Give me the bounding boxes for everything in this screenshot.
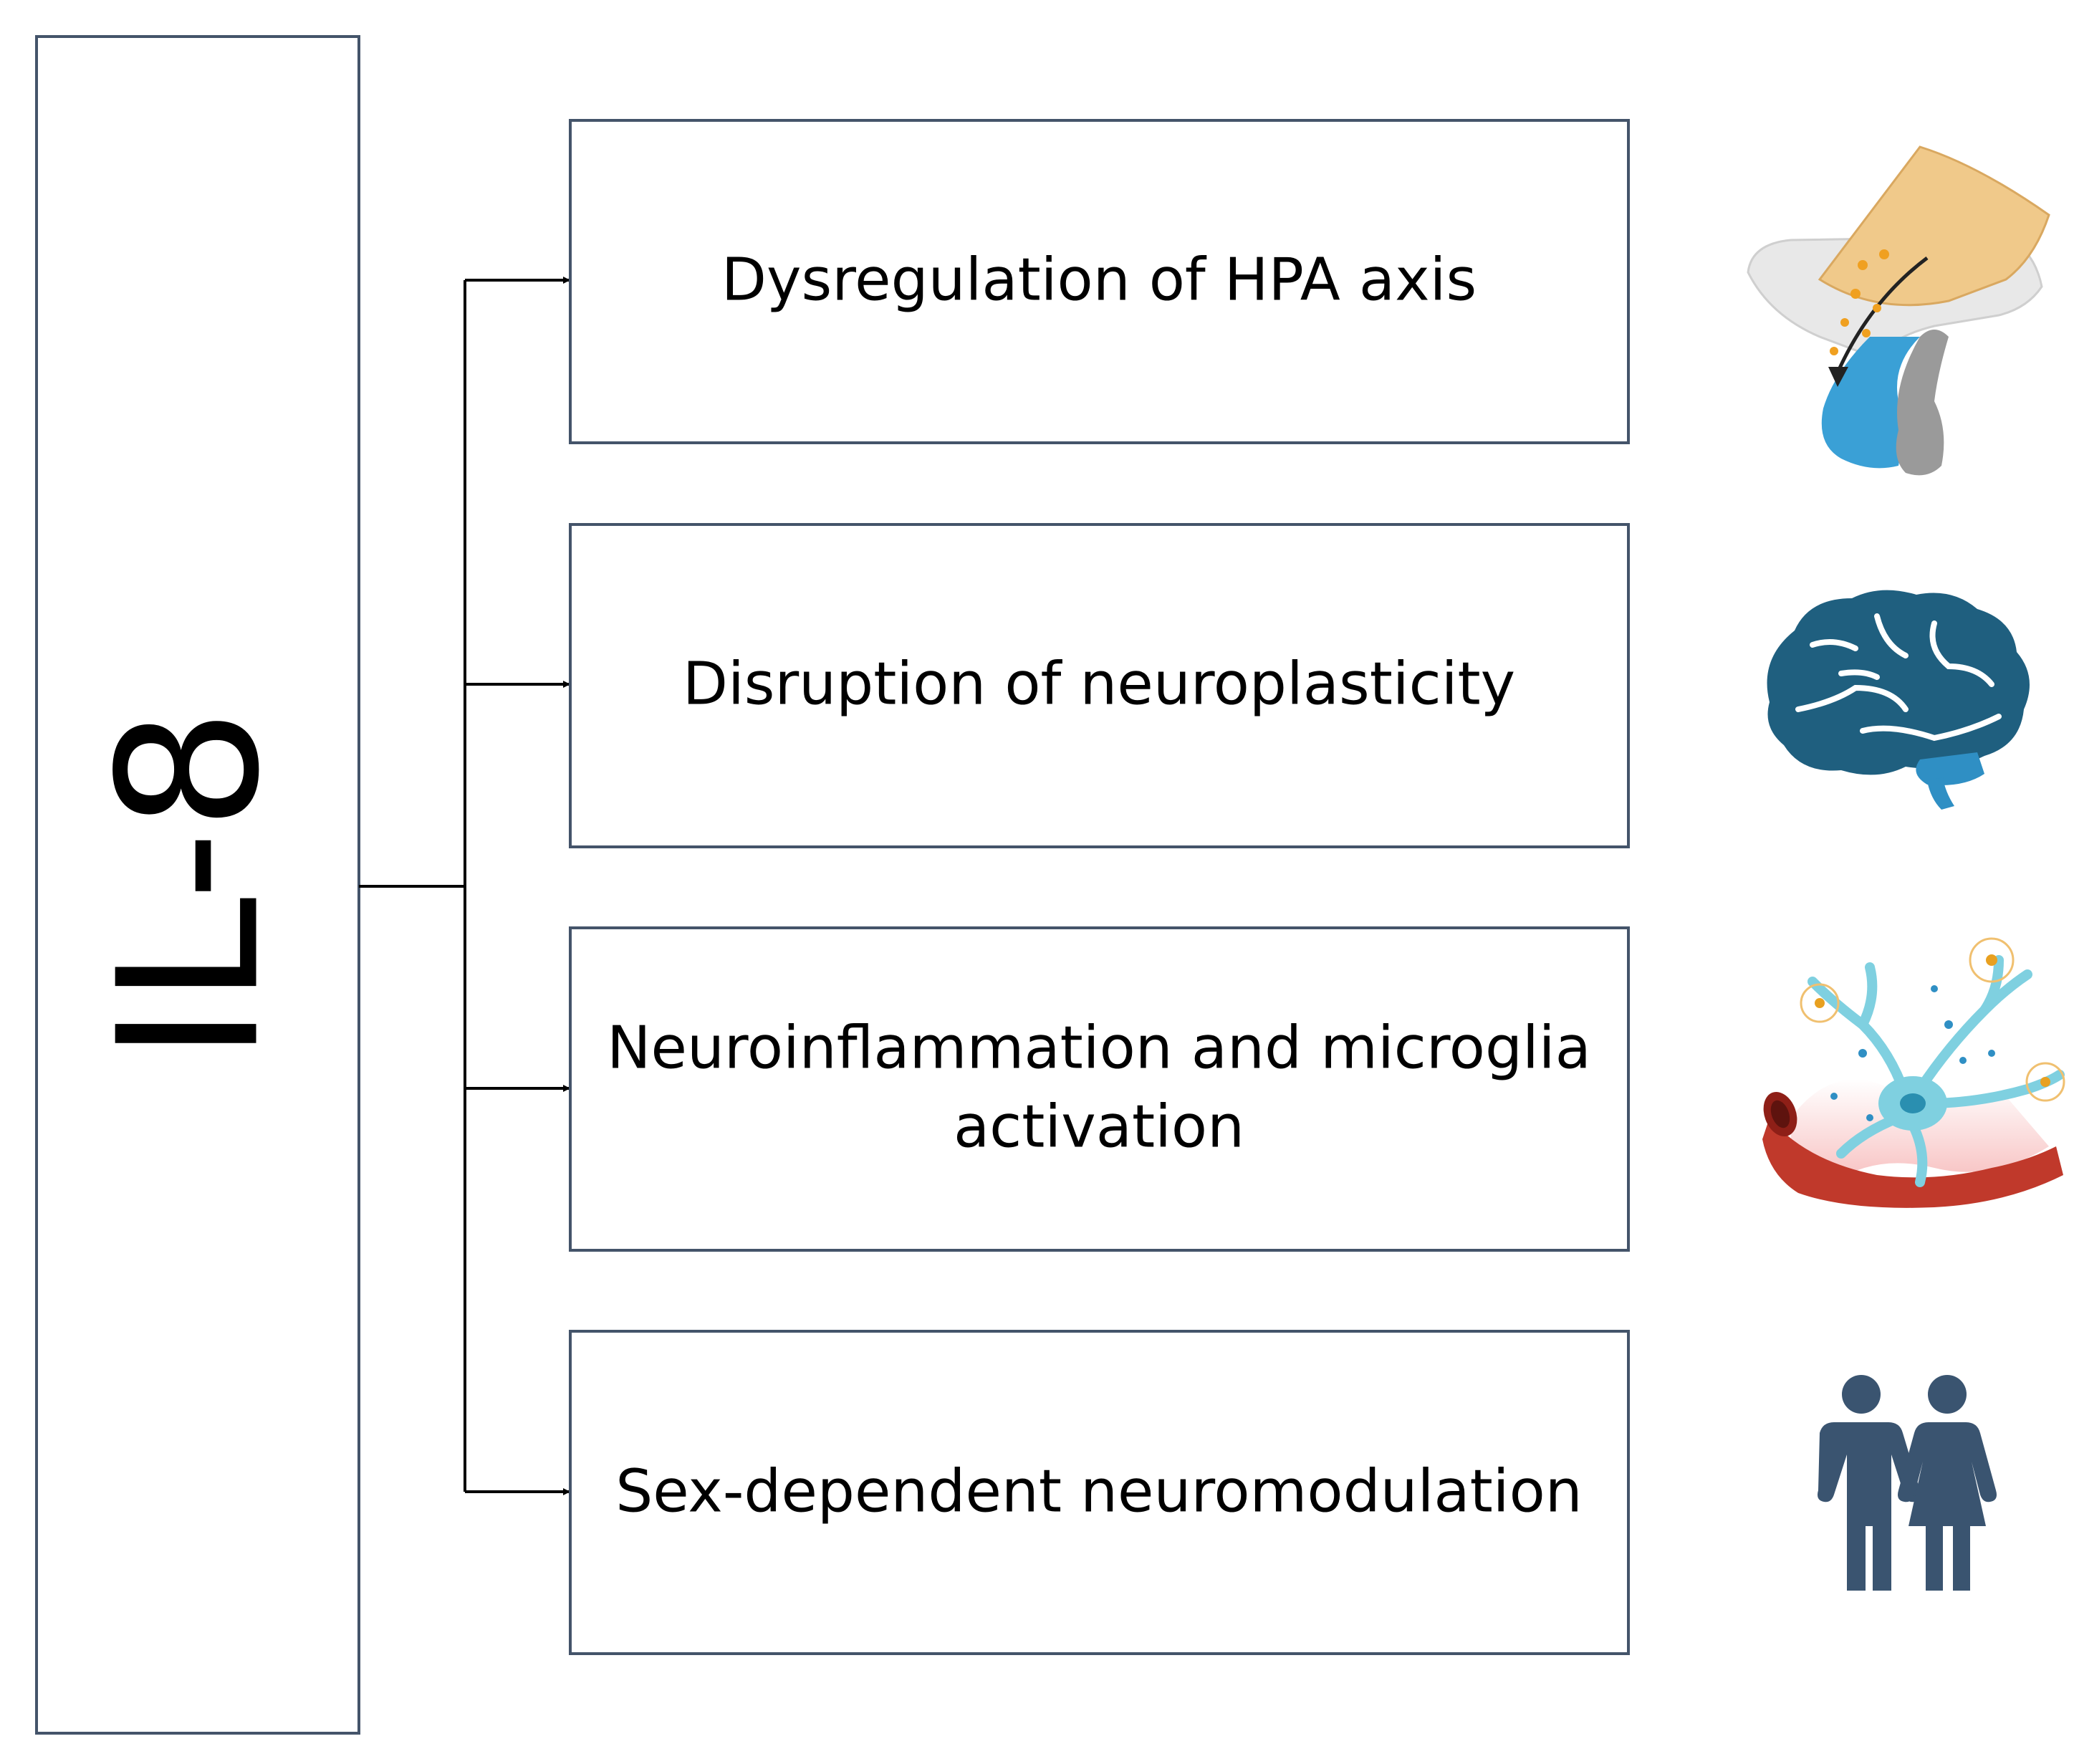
effect-box-2: Disruption of neuroplasticity xyxy=(569,523,1630,848)
source-box-frame xyxy=(35,35,360,1735)
effect-box-frame xyxy=(569,1330,1630,1655)
effect-box-4: Sex-dependent neuromodulation xyxy=(569,1330,1630,1655)
effect-box-frame xyxy=(569,926,1630,1252)
effect-label-line-2: activation xyxy=(954,1093,1244,1161)
effect-label-line-1: Neuroinflammation and microglia xyxy=(607,1015,1591,1083)
effect-box-frame xyxy=(569,119,1630,444)
connectors xyxy=(359,277,570,1495)
microglia-neuron-icon xyxy=(1762,937,2065,1208)
effect-label: Sex-dependent neuromodulation xyxy=(615,1458,1582,1526)
brain-icon xyxy=(1767,590,2030,810)
pituitary-gland-icon xyxy=(1747,145,2050,476)
effect-label: Dysregulation of HPA axis xyxy=(721,246,1477,315)
effect-box-1: Dysregulation of HPA axis xyxy=(569,119,1630,444)
effect-box-frame xyxy=(569,523,1630,848)
source-label: IL-8 xyxy=(77,708,302,1063)
source-box: IL-8 xyxy=(35,35,360,1735)
effect-box-3: Neuroinflammation and microglia activati… xyxy=(569,926,1630,1252)
man-woman-icon xyxy=(1818,1375,1997,1591)
effect-label: Disruption of neuroplasticity xyxy=(683,651,1515,719)
